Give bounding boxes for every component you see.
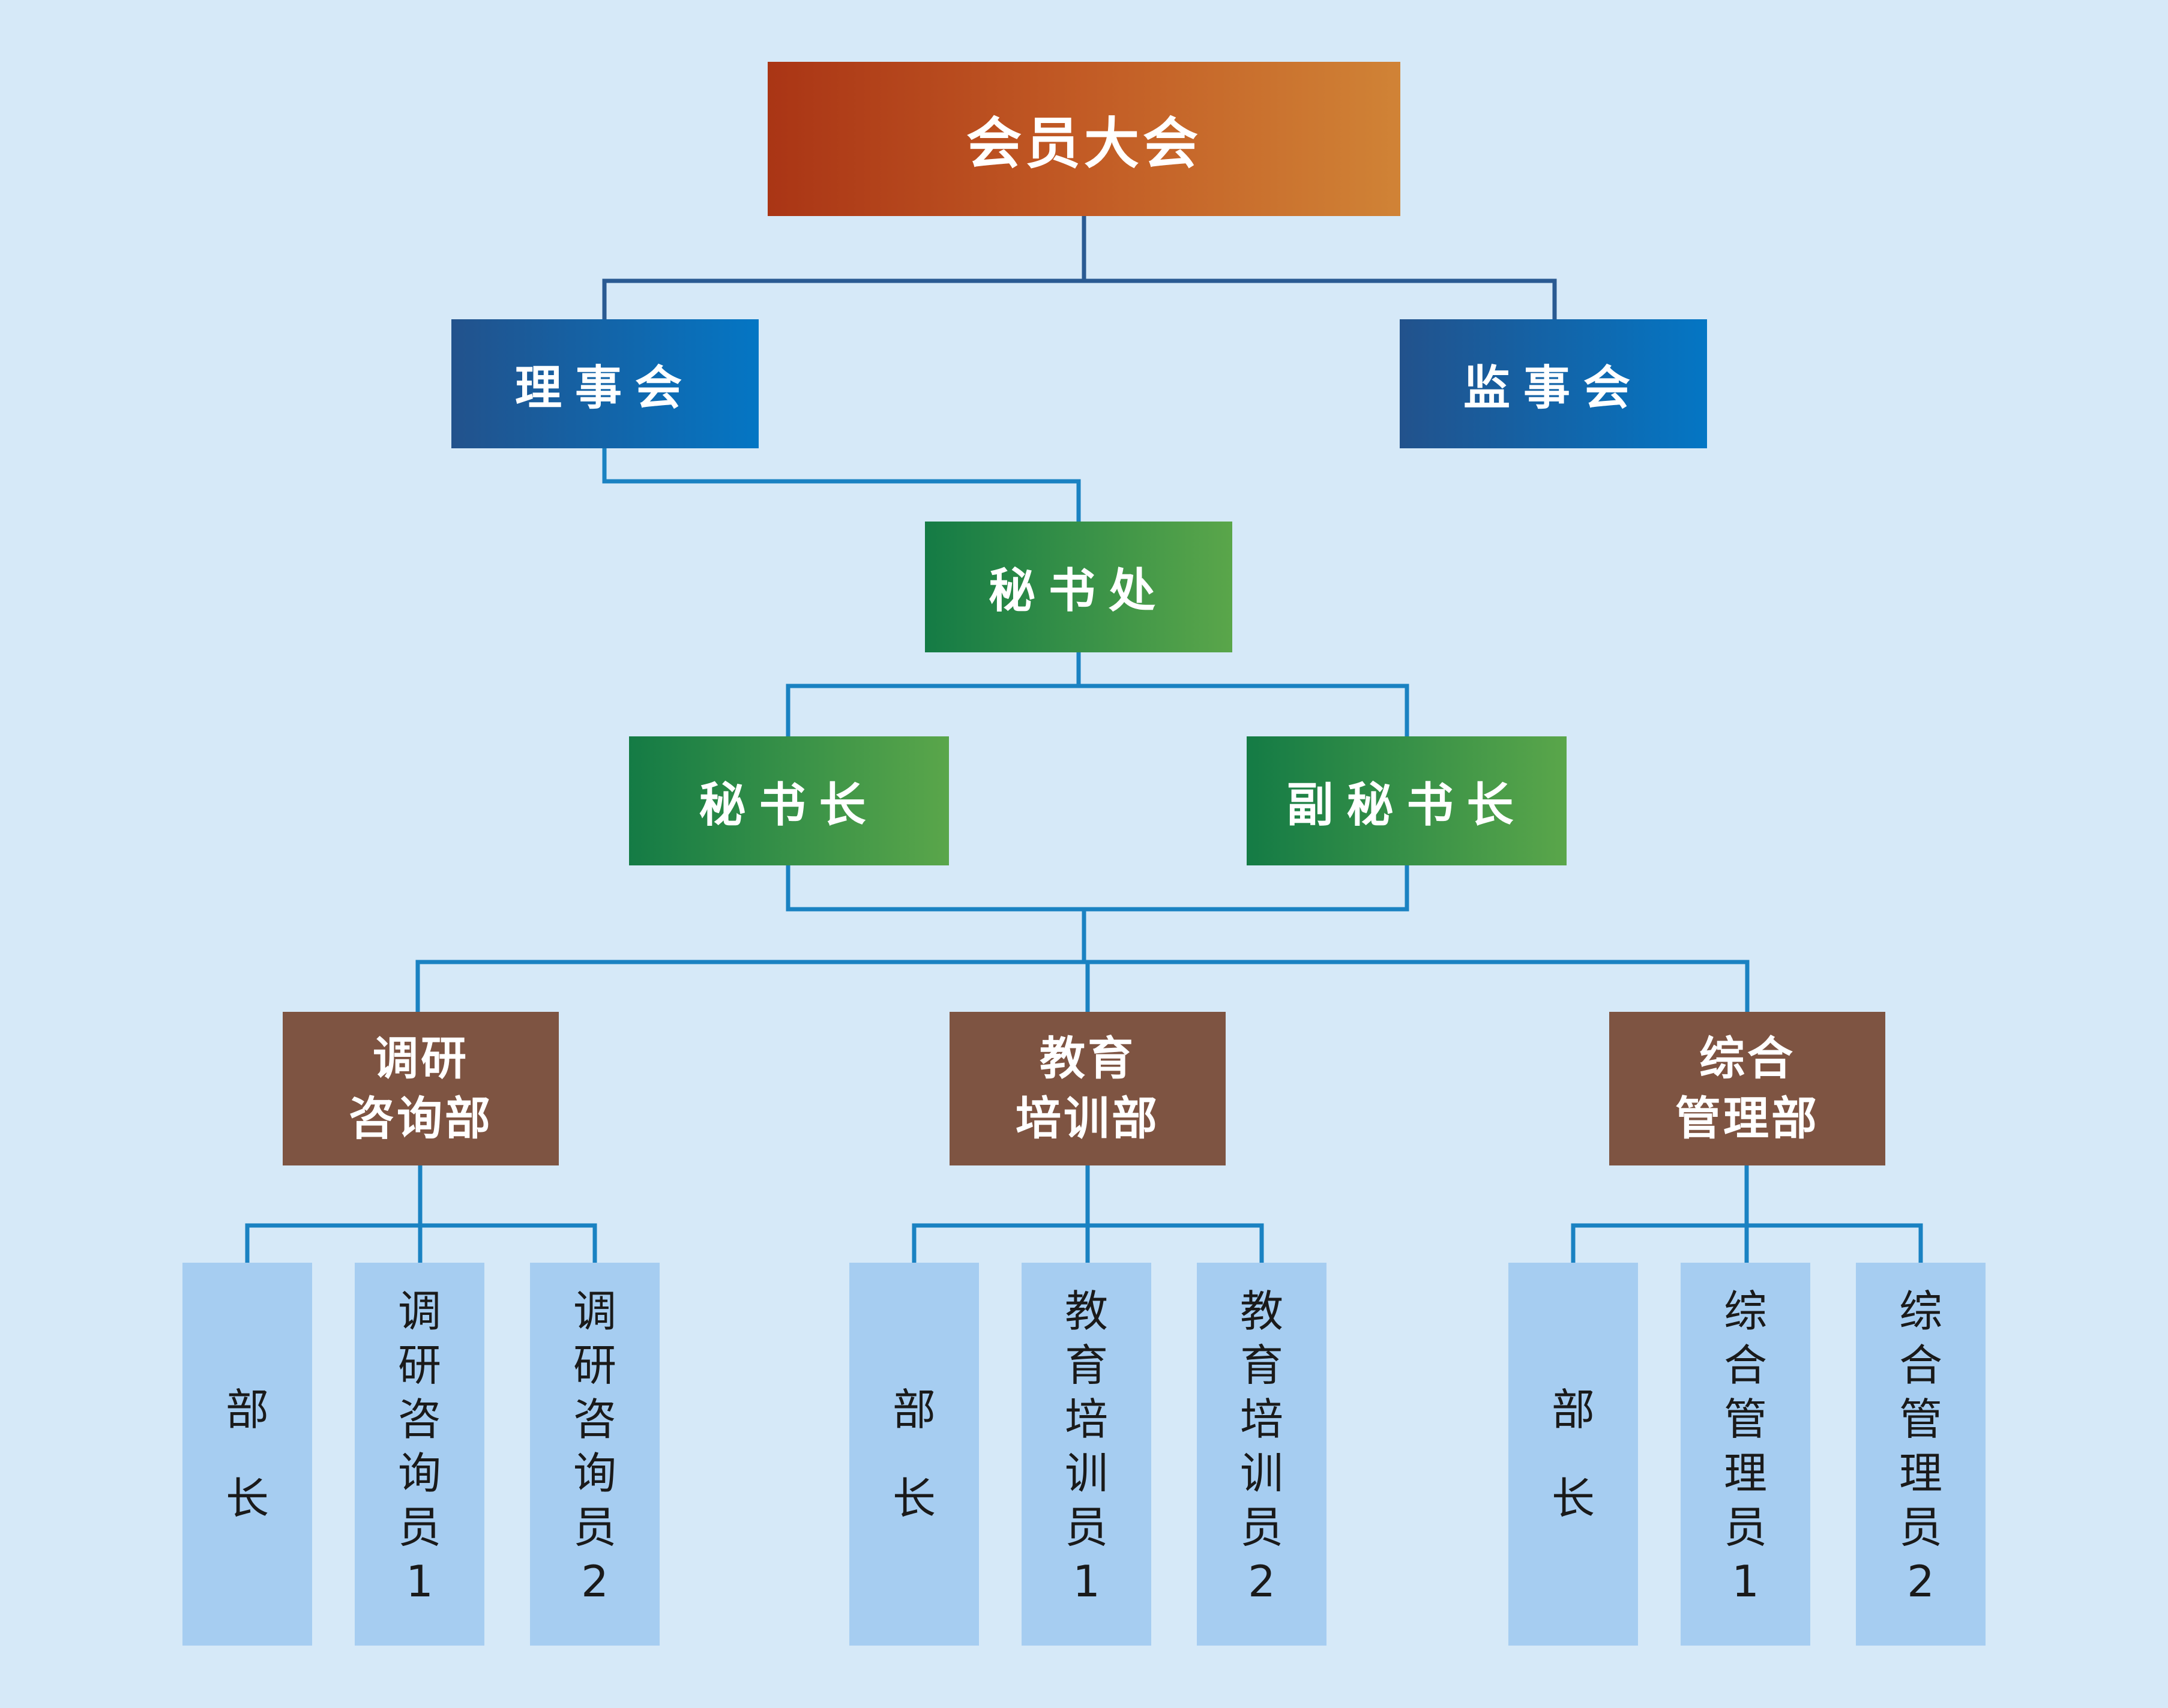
deputy-secretary-general-box: 副秘书长: [1247, 736, 1567, 865]
member-label: 调研咨询员2: [573, 1286, 616, 1607]
member-box-education-staff1: 教育培训员1: [1022, 1263, 1151, 1646]
general-assembly-box: 会员大会: [768, 62, 1400, 216]
member-label: 部长: [892, 1385, 936, 1524]
member-box-management-staff2: 综合管理员2: [1856, 1263, 1986, 1646]
member-box-management-staff1: 综合管理员1: [1681, 1263, 1810, 1646]
general-assembly-label: 会员大会: [966, 112, 1202, 176]
secretariat-label: 秘书处: [988, 564, 1169, 618]
department-name-line1: 调研: [373, 1032, 469, 1085]
member-box-research-staff2: 调研咨询员2: [530, 1263, 660, 1646]
department-name-line2: 管理部: [1675, 1092, 1819, 1145]
connector-secretariat-secretaries: [786, 652, 1409, 736]
member-label: 部长: [1551, 1385, 1595, 1524]
member-box-education-staff2: 教育培训员2: [1197, 1263, 1326, 1646]
supervisory-board-label: 监事会: [1463, 361, 1643, 415]
connector-council-secretariat: [602, 448, 1081, 522]
member-box-research-head: 部长: [182, 1263, 312, 1646]
secretary-general-box: 秘书长: [629, 736, 949, 865]
connector-departments-members: [245, 1165, 1923, 1263]
department-name-line1: 教育: [1040, 1032, 1136, 1085]
council-box: 理事会: [451, 319, 759, 448]
connector-top: [602, 216, 1557, 319]
department-research-box: 调研 咨询部: [283, 1012, 559, 1165]
member-label: 综合管理员2: [1899, 1286, 1942, 1607]
supervisory-board-box: 监事会: [1400, 319, 1707, 448]
department-management-box: 综合 管理部: [1609, 1012, 1885, 1165]
member-label: 综合管理员1: [1723, 1286, 1767, 1607]
member-box-research-staff1: 调研咨询员1: [355, 1263, 484, 1646]
member-label: 调研咨询员1: [397, 1286, 441, 1607]
department-name-line2: 培训部: [1016, 1092, 1160, 1145]
department-name-line1: 综合: [1699, 1032, 1795, 1085]
department-education-box: 教育 培训部: [950, 1012, 1226, 1165]
council-label: 理事会: [514, 361, 695, 415]
secretariat-box: 秘书处: [925, 522, 1232, 652]
member-box-education-head: 部长: [849, 1263, 979, 1646]
connector-secretaries-departments: [415, 865, 1750, 1012]
member-label: 教育培训员1: [1064, 1286, 1108, 1607]
member-box-management-head: 部长: [1508, 1263, 1638, 1646]
deputy-secretary-general-label: 副秘书长: [1286, 778, 1527, 832]
member-label: 教育培训员2: [1239, 1286, 1283, 1607]
member-label: 部长: [225, 1385, 269, 1524]
secretary-general-label: 秘书长: [699, 778, 879, 832]
department-name-line2: 咨询部: [349, 1092, 493, 1145]
